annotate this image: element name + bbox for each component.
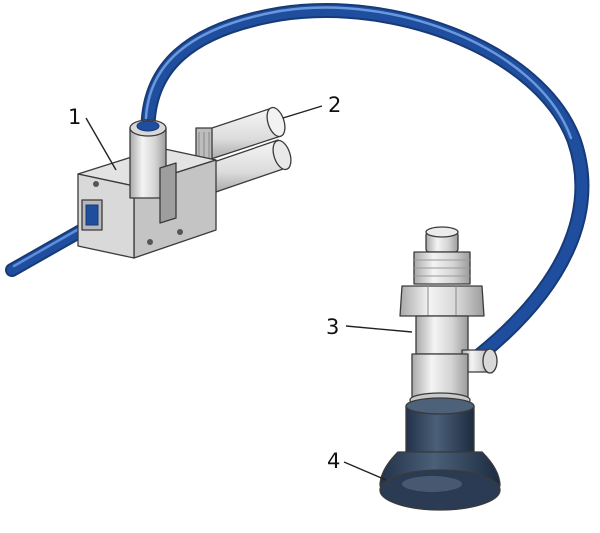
callout-4: 4 [327, 449, 387, 481]
silencer [195, 106, 292, 194]
callout-label-2: 2 [328, 93, 341, 117]
callout-3: 3 [326, 315, 413, 339]
suction-cup [379, 397, 501, 511]
callout-2: 2 [282, 93, 341, 119]
vacuum-generator [77, 119, 217, 259]
callout-label-1: 1 [68, 105, 81, 129]
vacuum-hose [140, 3, 590, 363]
callout-1: 1 [68, 105, 117, 171]
inlet-hose [5, 221, 93, 277]
callout-label-3: 3 [326, 315, 339, 339]
suction-cup-fitting [399, 226, 498, 408]
callout-label-4: 4 [327, 449, 340, 473]
